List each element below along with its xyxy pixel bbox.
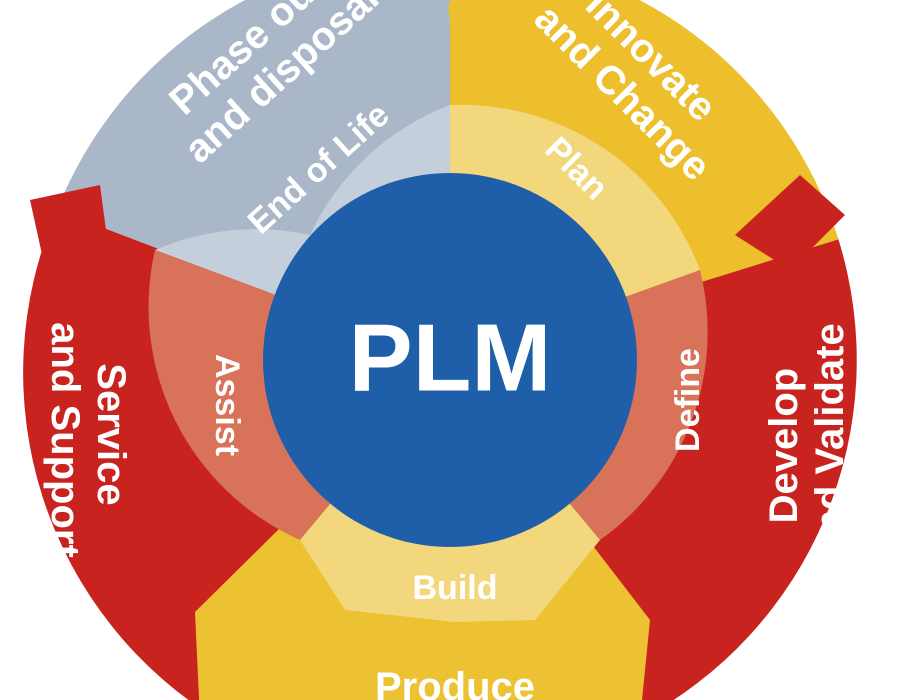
- inner-label-define: Define: [669, 348, 707, 452]
- connector-tab-service: [30, 185, 110, 268]
- center-circle: [263, 173, 637, 547]
- outer-label-develop: Develop and Validate: [762, 323, 852, 556]
- inner-label-assist: Assist: [208, 354, 246, 456]
- inner-label-build: Build: [413, 569, 498, 607]
- outer-label-produce: Produce: [375, 665, 535, 700]
- outer-label-service: Service and Support: [43, 322, 133, 558]
- connector-tab-develop: [735, 175, 845, 270]
- connector-tab-innovate: [448, 0, 505, 65]
- center-label: PLM: [349, 304, 552, 411]
